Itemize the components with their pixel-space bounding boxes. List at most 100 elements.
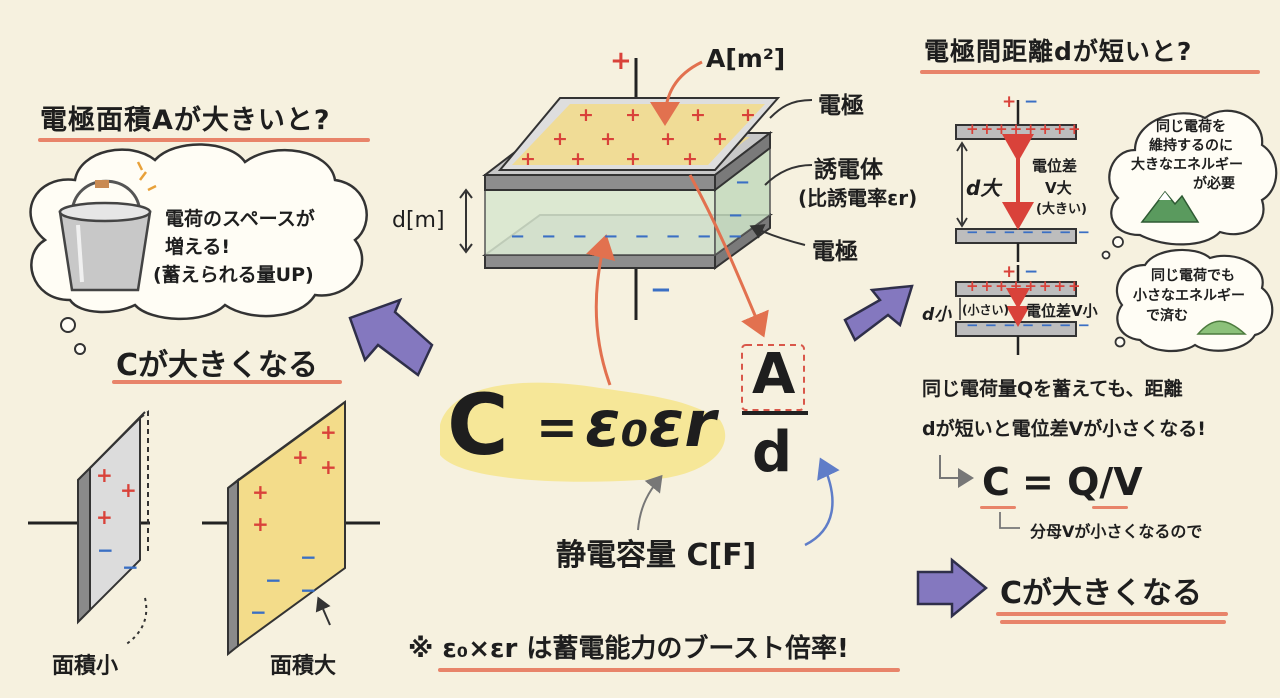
minus-sign: − <box>665 226 697 247</box>
plus-sign: + <box>995 120 1010 138</box>
minus-sign: − <box>728 205 744 226</box>
plus-sign: + <box>1002 262 1017 282</box>
plus-sign: + <box>740 104 756 126</box>
plus-sign: + <box>995 277 1010 295</box>
minus-sign: − <box>1040 316 1059 334</box>
plus-sign: + <box>520 148 536 170</box>
electrode-bottom-label: 電極 <box>812 239 858 265</box>
formula-c: C <box>447 376 509 474</box>
area-dashed-box <box>741 344 805 411</box>
arrow-left-purple <box>348 297 434 377</box>
plus-sign: + <box>690 104 706 126</box>
explain-line2: dが短いと電位差Vが小さくなる! <box>922 418 1206 440</box>
formula-epsilon: ε₀εr <box>585 388 716 462</box>
plus-row: ++++++++ <box>966 277 1083 295</box>
mountain-icon <box>1140 190 1200 223</box>
capacitance-label: 静電容量 C[F] <box>556 538 757 573</box>
bubble-dot <box>74 343 86 355</box>
plus-sign: + <box>1068 277 1083 295</box>
arrow-blue <box>804 457 840 547</box>
minus-sign: − <box>300 545 317 569</box>
plus-sign: + <box>712 128 728 150</box>
v-large-line3: (大きい) <box>1036 202 1087 217</box>
minus-row: −−−−−−− <box>966 223 1096 241</box>
plus-sign: + <box>625 148 641 170</box>
bubble-line: 大きなエネルギー <box>1131 157 1243 173</box>
minus-sign: − <box>510 226 542 247</box>
terminal-minus: − <box>650 275 672 305</box>
capacitor-3d <box>481 58 781 320</box>
plus-sign: + <box>1002 92 1017 112</box>
area-label: A[m²] <box>706 44 786 73</box>
minus-sign: − <box>603 226 635 247</box>
plus-sign: + <box>320 420 337 444</box>
minus-sign: − <box>1077 223 1097 241</box>
dielectric-sub-label: (比誘電率εr) <box>798 186 918 210</box>
left-title-underline <box>38 138 370 142</box>
plus-sign: + <box>966 277 981 295</box>
distance-label: d[m] <box>392 208 445 233</box>
plus-sign: + <box>570 148 586 170</box>
right-bubble2-text: 同じ電荷でも 小さなエネルギー で済む <box>1130 266 1256 326</box>
plate-small-label: 面積小 <box>52 654 119 679</box>
arrow-bottom-purple <box>916 557 988 619</box>
bubble-line: 増える! <box>165 236 231 258</box>
cap-large-distance <box>955 100 1077 262</box>
right-title-underline <box>920 70 1260 74</box>
plus-sign: + <box>320 455 337 479</box>
plus-sign: + <box>120 478 137 502</box>
d-large-label: d大 <box>966 176 1001 200</box>
minus-sign: − <box>727 226 759 247</box>
plus-row: ++++++++ <box>966 120 1083 138</box>
formula-highlight <box>440 382 726 482</box>
formula-denominator: d <box>752 420 793 485</box>
left-title: 電極面積Aが大きいと? <box>40 105 331 136</box>
right-result-underline-2 <box>1000 620 1226 624</box>
plus-sign: + <box>1038 277 1054 295</box>
minus-sign: − <box>122 555 139 579</box>
plus-sign: + <box>1024 277 1039 295</box>
left-result-underline <box>112 380 342 384</box>
d-small-note: (小さい) <box>962 303 1009 317</box>
hill-icon <box>1196 320 1247 335</box>
minus-sign: − <box>97 538 114 562</box>
arrow-eps <box>586 234 616 386</box>
right-bubble1-text: 同じ電荷を 維持するのに 大きなエネルギー が必要 <box>1131 118 1250 194</box>
left-bubble-text: 電荷のスペースが 増える! (蓄えられる量UP) <box>153 205 315 289</box>
electrode-top-label: 電極 <box>818 93 864 119</box>
minus-sign: − <box>265 568 282 592</box>
minus-sign: − <box>572 226 604 247</box>
plus-sign: + <box>292 445 309 469</box>
plus-sign: + <box>96 505 113 529</box>
right-result-underline <box>996 612 1228 616</box>
minus-sign: − <box>735 172 751 193</box>
explain-line1: 同じ電荷量Qを蓄えても、距離 <box>922 378 1183 400</box>
right-formula-underline-c <box>980 506 1016 509</box>
footnote-underline <box>438 668 900 672</box>
right-formula-note: 分母Vが小さくなるので <box>1030 522 1203 541</box>
footnote: ※ ε₀×εr は蓄電能力のブースト倍率! <box>408 634 849 664</box>
formula-equals: = <box>536 398 578 456</box>
minus-sign: − <box>1024 92 1039 112</box>
plus-sign: + <box>980 277 996 295</box>
bubble-line: が必要 <box>1193 176 1235 192</box>
pointer-large <box>315 596 331 626</box>
minus-sign: − <box>1077 316 1097 334</box>
cap-small-distance <box>955 265 1077 355</box>
bubble-line: 小さなエネルギー <box>1133 288 1245 304</box>
plus-sign: + <box>600 128 616 150</box>
arrow-right-purple <box>843 284 914 342</box>
plus-sign: + <box>1038 120 1054 138</box>
minus-sign: − <box>966 223 985 241</box>
minus-sign: − <box>1021 316 1041 334</box>
leader-electrode-bottom <box>749 224 806 246</box>
bucket-icon <box>58 161 157 292</box>
plus-sign: + <box>1053 120 1069 138</box>
minus-sign: − <box>1003 316 1022 334</box>
terminal-plus: + <box>610 46 632 76</box>
minus-sign: − <box>966 316 985 334</box>
plus-sign: + <box>96 463 113 487</box>
right-result: Cが大きくなる <box>1000 576 1203 611</box>
v-large-line2: V大 <box>1045 179 1072 197</box>
